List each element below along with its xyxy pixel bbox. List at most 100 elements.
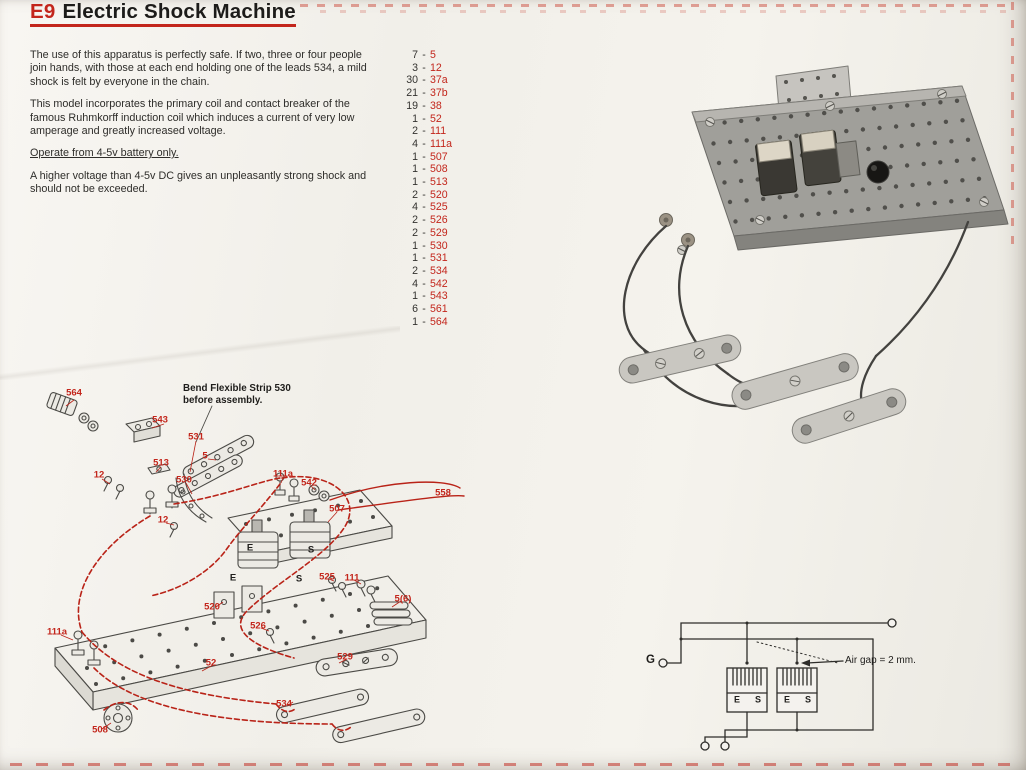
- callout-542: 542: [301, 477, 317, 489]
- part-separator: -: [422, 176, 426, 189]
- part-qty: 6: [412, 303, 418, 316]
- part-number: 12: [430, 61, 442, 74]
- part-separator: -: [422, 226, 426, 239]
- intro-text-block: The use of this apparatus is perfectly s…: [30, 49, 370, 205]
- bracket-543: [125, 417, 161, 443]
- part-qty: 1: [412, 290, 418, 303]
- callout-558: 558: [435, 487, 451, 499]
- scan-bleed-top-line1: [300, 4, 1014, 7]
- part-qty: 2: [412, 188, 418, 201]
- part-qty: 2: [412, 226, 418, 239]
- part-qty: 4: [412, 277, 418, 290]
- part-separator: -: [422, 137, 426, 150]
- photo-coil-1: [755, 139, 798, 197]
- intro-paragraph-1: The use of this apparatus is perfectly s…: [30, 49, 367, 88]
- scan-bleed-top-line2: [320, 10, 1010, 13]
- coupling-564: [46, 391, 78, 417]
- callout-coil-s-1: S: [307, 544, 315, 556]
- part-separator: -: [422, 214, 426, 227]
- part-separator: -: [422, 201, 426, 214]
- air-gap-arrow-line: [806, 660, 844, 664]
- page-title: Electric Shock Machine: [62, 0, 296, 23]
- circuit-air-gap-label: Air gap = 2 mm.: [845, 655, 916, 666]
- part-number: 111: [430, 125, 447, 138]
- part-row: 4-111a: [394, 138, 452, 151]
- part-row: 1-513: [394, 176, 452, 189]
- part-row: 1-530: [394, 240, 452, 253]
- knurled-nuts-542: [308, 484, 330, 502]
- lead-strip-534-b: [332, 708, 426, 744]
- part-row: 1-564: [394, 316, 452, 329]
- intro-paragraph-2: This model incorporates the primary coil…: [30, 98, 355, 137]
- part-separator: -: [422, 125, 426, 138]
- coil-bobbin-1: [237, 519, 279, 569]
- circuit-rail-top: [666, 622, 888, 664]
- part-number: 526: [430, 214, 448, 227]
- circuit-diagram: [658, 618, 897, 751]
- callout-525: 525: [319, 571, 335, 583]
- part-number: 37b: [430, 87, 448, 100]
- part-row: 7-5: [394, 49, 452, 62]
- part-separator: -: [422, 188, 426, 201]
- part-qty: 1: [412, 163, 418, 176]
- assembly-note-line1: Bend Flexible Strip 530: [183, 383, 291, 394]
- photo-strip-3: [791, 388, 907, 444]
- part-separator: -: [422, 277, 426, 290]
- part-qty: 19: [406, 99, 418, 112]
- part-row: 4-525: [394, 201, 452, 214]
- coil-box-1: [726, 667, 768, 713]
- part-row: 1-52: [394, 113, 452, 126]
- air-gap-arrowhead: [801, 659, 810, 667]
- part-separator: -: [422, 150, 426, 163]
- part-number: 534: [430, 264, 448, 277]
- part-qty: 1: [412, 176, 418, 189]
- part-number: 525: [430, 201, 448, 214]
- circuit-g-label: G: [646, 654, 655, 666]
- part-separator: -: [422, 303, 426, 316]
- callout-507: 507: [329, 503, 345, 515]
- part-row: 6-561: [394, 303, 452, 316]
- part-separator: -: [422, 74, 426, 87]
- intro-paragraph-4: A higher voltage than 4-5v DC gives an u…: [30, 169, 367, 195]
- part-separator: -: [422, 99, 426, 112]
- part-number: 513: [430, 176, 448, 189]
- part-row: 2-526: [394, 214, 452, 227]
- circuit-terminal-out-1: [700, 741, 710, 751]
- model-code: E9: [30, 0, 56, 23]
- screws-12: [103, 475, 179, 538]
- part-number: 507: [430, 150, 448, 163]
- part-qty: 1: [412, 150, 418, 163]
- callout-leader-lines: [60, 399, 402, 730]
- part-separator: -: [422, 264, 426, 277]
- part-separator: -: [422, 87, 426, 100]
- part-number: 564: [430, 315, 448, 328]
- photo-strip-1: [618, 334, 742, 384]
- callout-111a-left: 111a: [46, 626, 68, 638]
- part-number: 111a: [430, 137, 452, 150]
- callout-520: 520: [204, 601, 220, 613]
- photo-coil-2: [799, 129, 842, 187]
- photo-terminals: [659, 213, 695, 247]
- note-leader-line: [195, 405, 213, 443]
- part-qty: 2: [412, 264, 418, 277]
- part-row: 30-37a: [394, 74, 452, 87]
- part-row: 2-111: [394, 125, 452, 138]
- circuit-terminal-right: [887, 618, 897, 628]
- terminal-bolts-111a-top: [274, 472, 300, 502]
- brackets-520: [213, 585, 263, 619]
- part-row: 1-543: [394, 290, 452, 303]
- circuit-e-label-1: E: [733, 694, 741, 705]
- part-separator: -: [422, 163, 426, 176]
- callout-111a-top: 111a: [272, 468, 294, 480]
- page-header: E9 Electric Shock Machine: [30, 0, 296, 24]
- part-number: 542: [430, 277, 448, 290]
- assembly-diagram: [46, 391, 465, 744]
- callout-coil-e-1: E: [246, 542, 254, 554]
- part-number: 5: [430, 49, 436, 61]
- callout-526: 526: [250, 620, 266, 632]
- part-row: 1-507: [394, 151, 452, 164]
- part-qty: 2: [412, 125, 418, 138]
- part-number: 38: [430, 99, 442, 112]
- circuit-e-label-2: E: [783, 694, 791, 705]
- callout-coil-e-2: E: [229, 572, 237, 584]
